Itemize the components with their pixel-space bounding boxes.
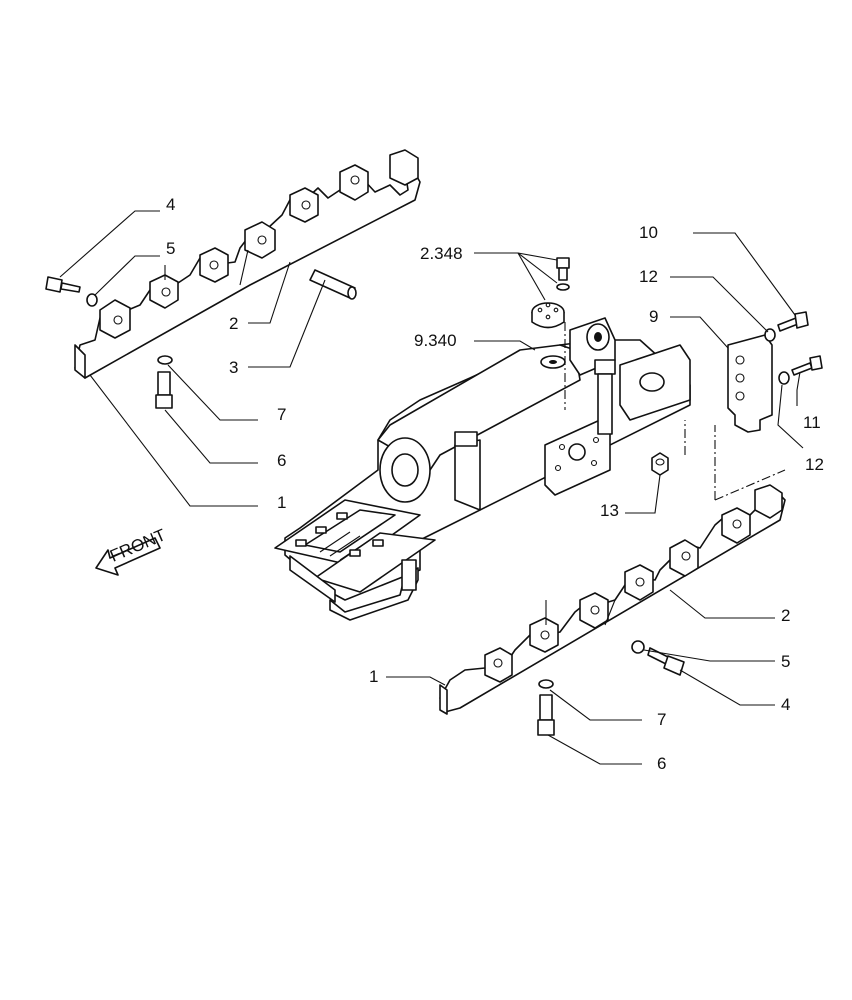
callout-right-12a: 12	[639, 267, 658, 286]
callout-top-3: 3	[229, 358, 238, 377]
callout-ref-2348: 2.348	[420, 244, 463, 263]
plate-hardware	[651, 311, 823, 476]
callout-bot-5: 5	[781, 652, 790, 671]
cap-hardware	[531, 257, 570, 329]
front-arrow-label: FRONT	[107, 525, 168, 565]
callout-right-10: 10	[639, 223, 658, 242]
side-plate	[727, 334, 773, 433]
top-hardware	[45, 269, 357, 409]
callout-top-4: 4	[166, 195, 175, 214]
main-frame	[274, 317, 786, 621]
callout-top-2: 2	[229, 314, 238, 333]
callout-top-1: 1	[277, 493, 286, 512]
callout-top-5: 5	[166, 239, 175, 258]
bottom-hardware	[537, 640, 685, 736]
callout-top-6: 6	[277, 451, 286, 470]
leader-lines	[59, 210, 804, 765]
callout-bot-6: 6	[657, 754, 666, 773]
right-guide-bracket	[439, 484, 786, 715]
callout-right-13: 13	[600, 501, 619, 520]
front-arrow-icon: FRONT	[95, 525, 168, 576]
callout-bot-2: 2	[781, 606, 790, 625]
callout-ref-9340: 9.340	[414, 331, 457, 350]
callout-bot-7: 7	[657, 710, 666, 729]
callout-bot-4: 4	[781, 695, 790, 714]
callout-bot-1: 1	[369, 667, 378, 686]
callout-right-12b: 12	[805, 455, 824, 474]
callout-top-7: 7	[277, 405, 286, 424]
left-guide-bracket	[74, 149, 421, 379]
callouts: 4 5 2 3 7 6 1 2.348 9.340 10 12 9 11 12 …	[166, 195, 824, 773]
callout-right-11: 11	[803, 413, 821, 432]
callout-right-9: 9	[649, 307, 658, 326]
